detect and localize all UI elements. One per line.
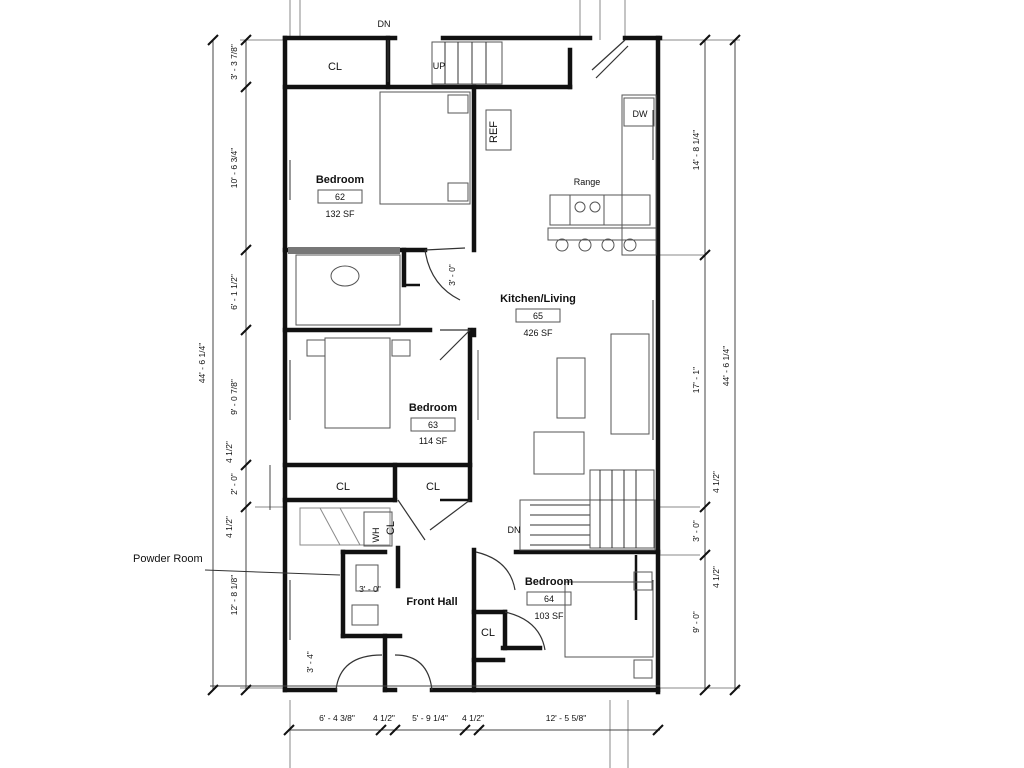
range-appliance — [569, 194, 605, 226]
dim-text: 44' - 6 1/4" — [197, 343, 207, 384]
vanity — [295, 254, 401, 326]
dimension-texts-bottom: 6' - 4 3/8" 4 1/2" 5' - 9 1/4" 4 1/2" 12… — [319, 713, 586, 723]
stairs — [299, 41, 656, 551]
refrigerator — [485, 109, 512, 151]
coffee-table — [556, 357, 586, 419]
room-name: Kitchen/Living — [500, 293, 576, 305]
closet-label: CL — [336, 481, 350, 493]
room-label-bedroom-63: Bedroom 63 114 SF — [409, 402, 458, 446]
dim-text: 4 1/2" — [462, 713, 484, 723]
room-label-bedroom-62: Bedroom 62 132 SF — [316, 174, 365, 219]
closet-label: CL — [328, 61, 342, 73]
room-area: 103 SF — [534, 611, 564, 621]
closet-label: CL — [385, 521, 397, 535]
room-name: Bedroom — [525, 576, 574, 588]
wall-hatch — [288, 247, 400, 254]
dim-text: 14' - 8 1/4" — [691, 130, 701, 171]
up-label: UP — [433, 61, 446, 71]
doors — [335, 39, 629, 691]
closet-label: CL — [481, 627, 495, 639]
bed-63 — [324, 337, 391, 429]
range-label: Range — [574, 177, 601, 187]
down-label: DN — [508, 525, 521, 535]
water-heater-label: WH — [371, 528, 381, 543]
room-number: 62 — [335, 192, 345, 202]
dim-text: 5' - 9 1/4" — [412, 713, 448, 723]
room-label-bedroom-64: Bedroom 64 103 SF — [525, 576, 574, 621]
interior-walls — [282, 35, 661, 693]
room-label-kitchen-living: Kitchen/Living 65 426 SF — [500, 293, 576, 338]
door-width-label: 3' - 4" — [305, 651, 315, 673]
refrigerator-label: REF — [488, 121, 500, 143]
dim-text: 17' - 1" — [691, 367, 701, 393]
exterior-walls — [282, 35, 663, 695]
armchair — [533, 431, 585, 475]
dim-text: 4 1/2" — [224, 516, 234, 538]
dishwasher-label: DW — [633, 109, 648, 119]
dim-text: 4 1/2" — [224, 441, 234, 463]
dimension-texts-right: 14' - 8 1/4" 17' - 1" 4 1/2" 3' - 0" 4 1… — [691, 130, 731, 633]
dim-text: 3' - 0" — [691, 520, 701, 542]
door-width-label: 3' - 0" — [447, 264, 457, 286]
fixture-labels: Front Hall Powder Room CL CL CL CL CL WH… — [133, 19, 648, 673]
down-label: DN — [378, 19, 391, 29]
dim-text: 2' - 0" — [229, 473, 239, 495]
counter — [621, 94, 657, 256]
dimension-texts-left: 3' - 3 7/8" 10' - 6 3/4" 6' - 1 1/2" 9' … — [197, 44, 239, 615]
toilet — [355, 564, 379, 592]
room-area: 132 SF — [325, 209, 355, 219]
dim-text: 12' - 8 1/8" — [229, 575, 239, 616]
room-name: Bedroom — [409, 402, 458, 414]
front-hall-label: Front Hall — [406, 596, 457, 608]
dim-text: 4 1/2" — [711, 471, 721, 493]
sink — [351, 604, 379, 626]
construction-lines — [240, 0, 740, 768]
water-heater — [363, 511, 393, 547]
room-number: 63 — [428, 420, 438, 430]
dim-text: 44' - 6 1/4" — [721, 346, 731, 387]
room-area: 114 SF — [419, 436, 448, 446]
powder-room-label: Powder Room — [133, 553, 203, 565]
dimension-lines — [204, 34, 741, 736]
island — [549, 194, 651, 226]
dim-text: 3' - 3 7/8" — [229, 44, 239, 80]
room-name: Bedroom — [316, 174, 365, 186]
dim-text: 9' - 0 7/8" — [229, 379, 239, 415]
dim-text: 6' - 4 3/8" — [319, 713, 355, 723]
sofa — [610, 333, 650, 435]
dishwasher — [623, 97, 655, 127]
dim-text: 9' - 0" — [691, 611, 701, 633]
dim-text: 4 1/2" — [373, 713, 395, 723]
room-number: 65 — [533, 311, 543, 321]
closet-label: CL — [426, 481, 440, 493]
room-area: 426 SF — [523, 328, 553, 338]
dim-text: 10' - 6 3/4" — [229, 148, 239, 189]
room-number: 64 — [544, 594, 554, 604]
dim-text: 12' - 5 5/8" — [546, 713, 587, 723]
door-width-label: 3' - 0" — [359, 584, 381, 594]
bed-62 — [379, 91, 471, 205]
dim-text: 6' - 1 1/2" — [229, 274, 239, 310]
dim-text: 4 1/2" — [711, 566, 721, 588]
bed-64 — [564, 581, 654, 658]
furniture — [295, 91, 657, 679]
